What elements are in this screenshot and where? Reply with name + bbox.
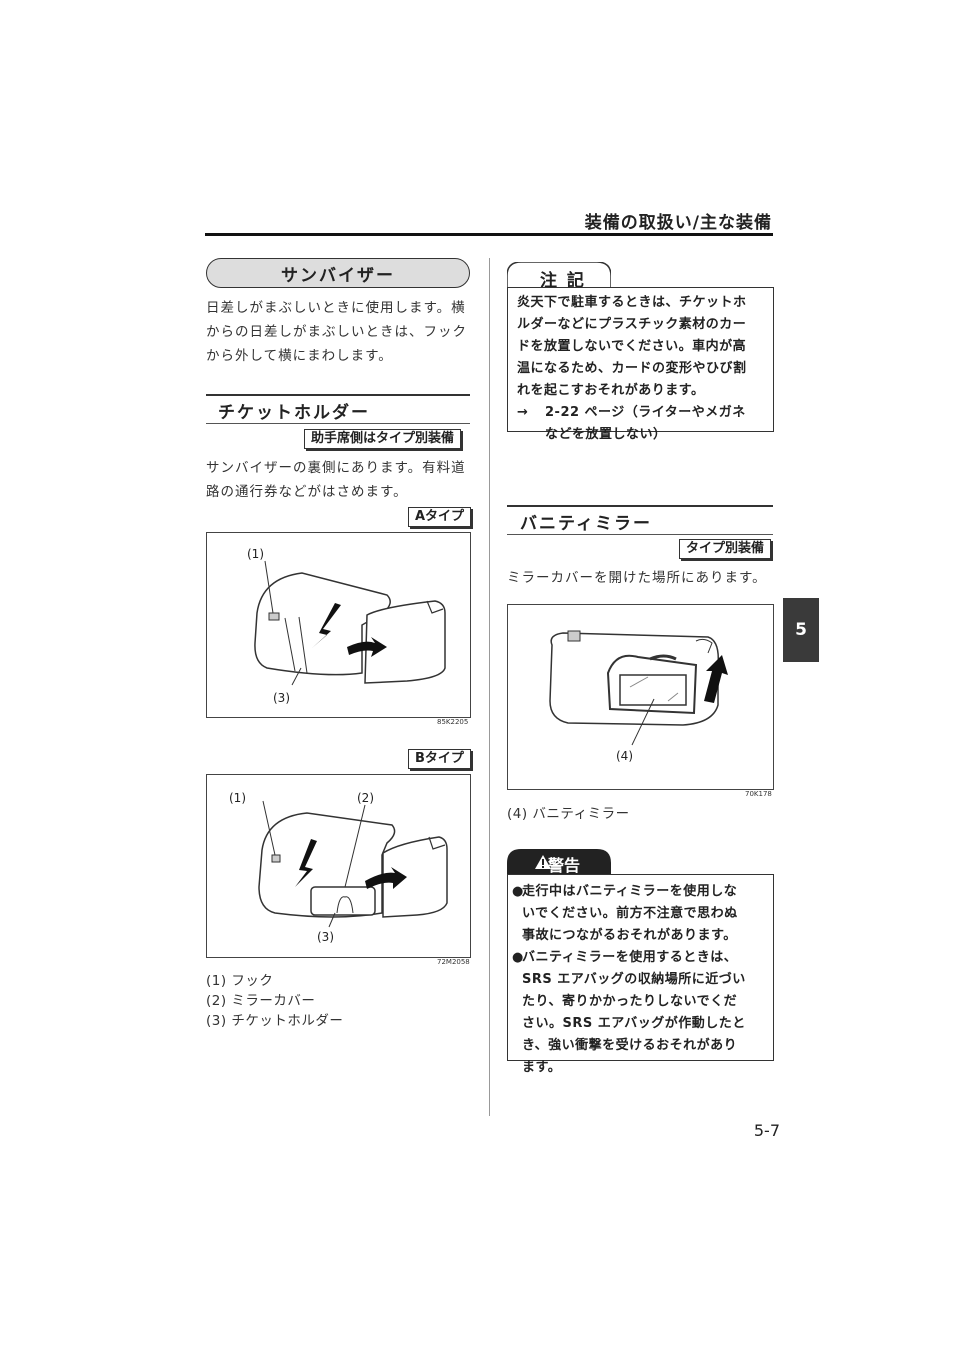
vanity-callout-4: (4)	[616, 749, 633, 763]
warning-line: ます。	[522, 1060, 562, 1075]
ticket-holder-line: 路の通行券などがはさめます。	[206, 484, 408, 500]
figure-a-callout-3: (3)	[273, 691, 290, 705]
figure-a-tag: Aタイプ	[408, 507, 472, 527]
legend-item: (1) フック	[206, 973, 274, 989]
page-header-title: 装備の取扱い/主な装備	[584, 213, 772, 233]
note-title: 注 記	[540, 271, 586, 291]
vanity-legend: (4) バニティミラー	[507, 806, 630, 822]
vanity-mirror-heading: バニティミラー	[520, 514, 652, 534]
figure-b-code: 72M2058	[437, 958, 470, 966]
figure-a-illustration: (1) (3)	[206, 532, 471, 718]
reference-arrow-icon: →	[517, 405, 529, 420]
ticket-holder-body: サンバイザーの裏側にあります。有料道 路の通行券などがはさめます。	[206, 456, 476, 504]
sun-visor-line: から外して横にまわします。	[206, 348, 393, 364]
legend-item: (2) ミラーカバー	[206, 993, 316, 1009]
figure-b-callout-1: (1)	[229, 791, 246, 805]
warning-line: 走行中はバニティミラーを使用しな	[522, 884, 738, 899]
note-line: ルダーなどにプラスチック素材のカー	[517, 317, 747, 332]
sun-visor-a-drawing	[254, 560, 446, 686]
figure-b-illustration: (1) (2) (3)	[206, 774, 471, 958]
note-line: れを起こすおそれがあります。	[517, 383, 705, 398]
figure-b-callout-2: (2)	[357, 791, 374, 805]
note-reference-text[interactable]: 2-22 ページ（ライターやメガネ	[545, 405, 746, 420]
warning-title: 警告	[548, 856, 581, 875]
vanity-figure-code: 70K178	[745, 790, 772, 798]
sun-visor-b-drawing	[258, 800, 448, 928]
note-reference: → 2-22 ページ（ライターやメガネ	[517, 402, 765, 424]
warning-tab-shape	[507, 849, 611, 875]
sun-visor-line: からの日差しがまぶしいときは、フック	[206, 324, 467, 340]
note-line: 炎天下で駐車するときは、チケットホ	[517, 295, 747, 310]
note-line: 温になるため、カードの変形やひび割	[517, 361, 747, 376]
legend-item: (3) チケットホルダー	[206, 1013, 344, 1029]
warning-box: ● 走行中はバニティミラーを使用しな いでください。前方不注意で思わぬ 事故につ…	[507, 874, 774, 1075]
note-box: 炎天下で駐車するときは、チケットホ ルダーなどにプラスチック素材のカー ドを放置…	[507, 287, 774, 442]
warning-line: さい。SRS エアバッグが作動したと	[522, 1016, 746, 1031]
warning-line: き、強い衝撃を受けるおそれがあり	[522, 1038, 738, 1053]
left-legend: (1) フック (2) ミラーカバー (3) チケットホルダー	[206, 971, 343, 1031]
figure-a-code: 85K2205	[437, 718, 469, 726]
vanity-mirror-tag: タイプ別装備	[679, 539, 772, 559]
warning-line: いでください。前方不注意で思わぬ	[522, 906, 738, 921]
vanity-mirror-illustration: (4)	[507, 604, 774, 790]
chapter-tab[interactable]: 5	[783, 598, 819, 662]
warning-line: バニティミラーを使用するときは、	[522, 950, 738, 965]
section-rule-bottom	[206, 423, 470, 424]
figure-a-callout-1: (1)	[247, 547, 264, 561]
bullet-icon: ●	[512, 884, 524, 899]
sun-visor-heading: サンバイザー	[206, 258, 470, 288]
vanity-rule-bottom	[507, 534, 773, 535]
note-line: ドを放置しないでください。車内が高	[517, 339, 747, 354]
vanity-mirror-drawing	[549, 630, 728, 746]
warning-item-1: ● 走行中はバニティミラーを使用しな いでください。前方不注意で思わぬ 事故につ…	[512, 881, 765, 947]
header-rule	[205, 233, 773, 236]
vanity-rule-top	[507, 505, 773, 507]
note-reference-line: などを放置しない）	[545, 427, 667, 442]
page-number: 5-7	[753, 1121, 780, 1140]
warning-item-2: ● バニティミラーを使用するときは、 SRS エアバッグの収納場所に近づい たり…	[512, 947, 765, 1079]
sun-visor-body: 日差しがまぶしいときに使用します。横 からの日差しがまぶしいときは、フック から…	[206, 296, 476, 368]
bullet-icon: ●	[512, 950, 524, 965]
ticket-holder-tag: 助手席側はタイプ別装備	[304, 429, 462, 449]
ticket-holder-line: サンバイザーの裏側にあります。有料道	[206, 460, 466, 476]
ticket-holder-heading: チケットホルダー	[218, 403, 370, 423]
note-tab-shape	[507, 262, 611, 288]
vanity-mirror-body: ミラーカバーを開けた場所にあります。	[507, 570, 767, 586]
figure-b-tag: Bタイプ	[408, 749, 471, 769]
figure-b-callout-3: (3)	[317, 930, 334, 944]
section-rule-top	[206, 394, 470, 396]
warning-line: SRS エアバッグの収納場所に近づい	[522, 972, 746, 987]
warning-line: 事故につながるおそれがあります。	[522, 928, 737, 943]
column-divider	[489, 258, 490, 1116]
warning-line: たり、寄りかかったりしないでくだ	[522, 994, 738, 1009]
sun-visor-line: 日差しがまぶしいときに使用します。横	[206, 300, 466, 316]
